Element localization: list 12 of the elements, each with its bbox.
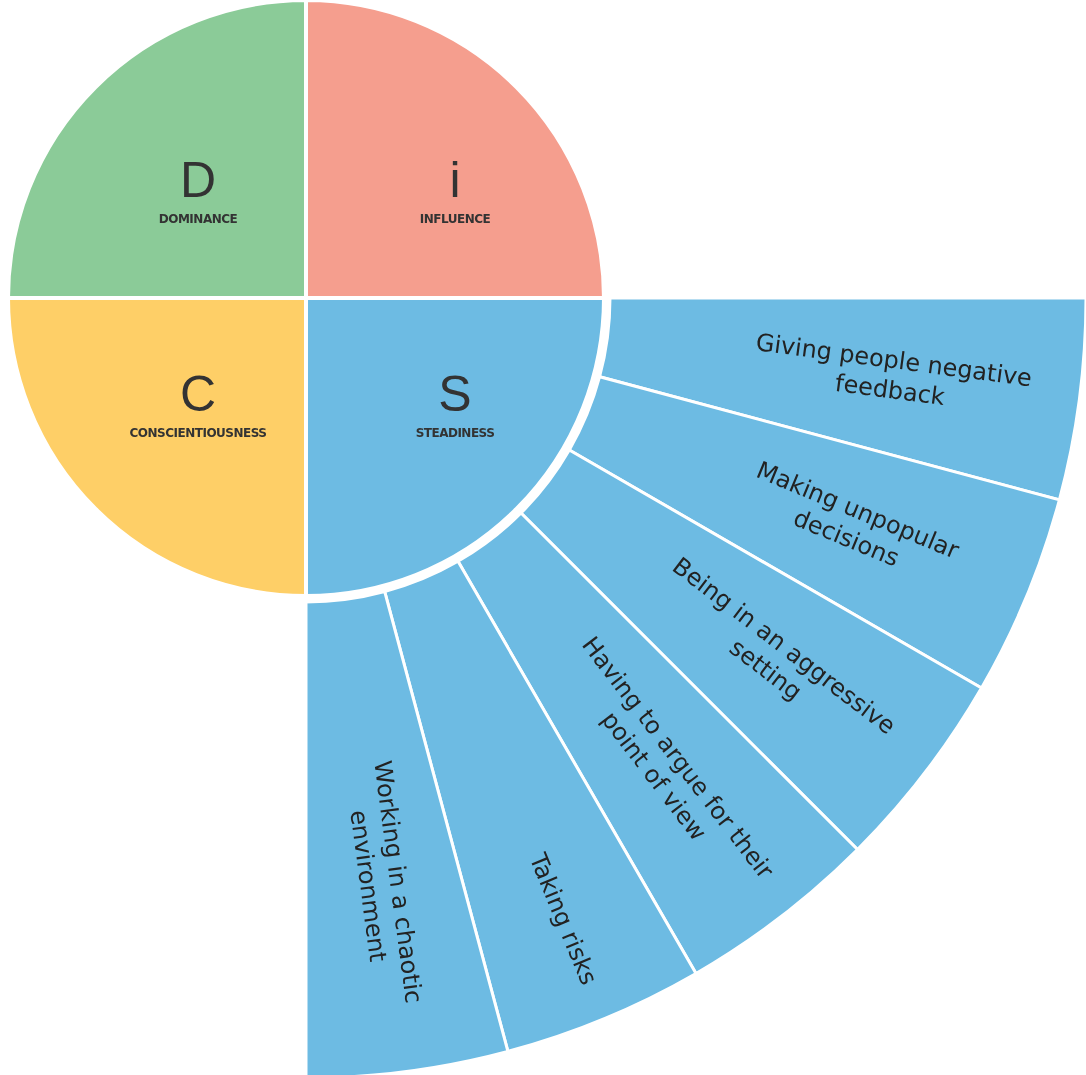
quadrant-letter: S (438, 365, 472, 424)
segment-label: Giving people negative feedback (753, 327, 1035, 414)
quadrant-letter: C (179, 365, 217, 424)
segment-label: Taking risks (522, 848, 604, 990)
quadrant-title: INFLUENCE (419, 212, 491, 226)
quadrant-title: CONSCIENTIOUSNESS (129, 426, 267, 440)
quadrant-letter: i (449, 151, 461, 210)
quadrant-letter: D (179, 151, 217, 210)
segment-label: Working in a chaotic environment (343, 758, 429, 1007)
quadrant-title: DOMINANCE (158, 212, 238, 226)
quadrant-title: STEADINESS (415, 426, 495, 440)
ring-segment (304, 590, 510, 1075)
